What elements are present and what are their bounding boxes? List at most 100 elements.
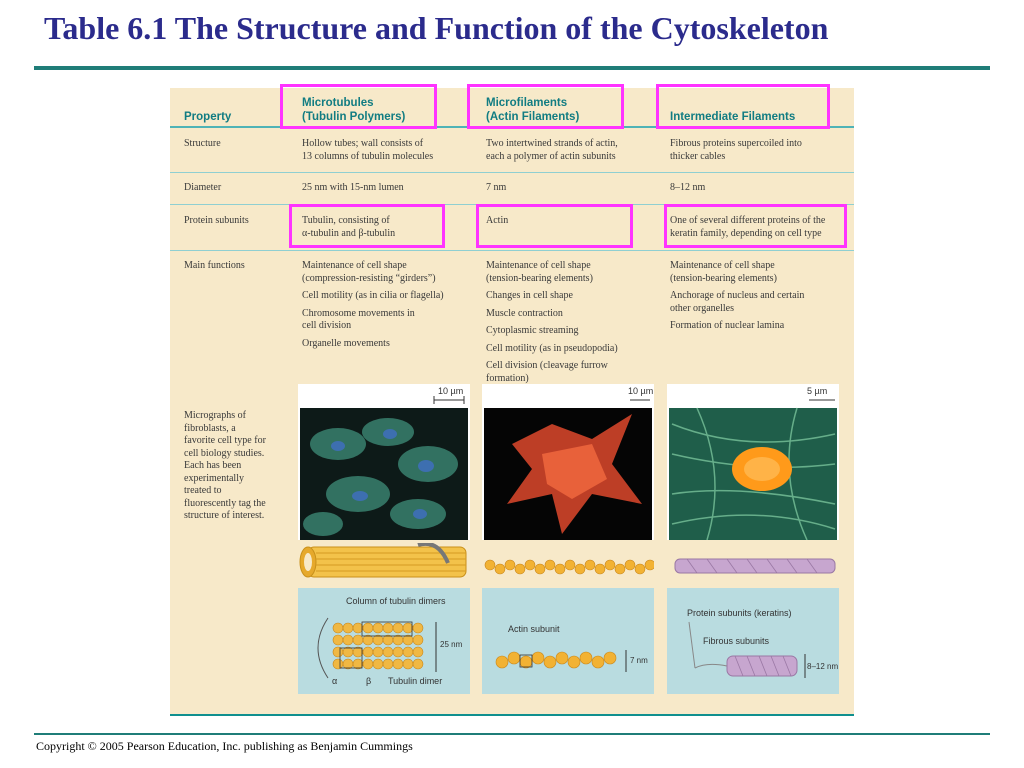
structure-intermediate: Fibrous proteins supercoiled into thicke… (670, 138, 802, 163)
label-beta: β (366, 676, 372, 686)
function-item: Formation of nuclear lamina (670, 320, 785, 331)
function-item: (compression-resisting “girders”) (302, 272, 436, 284)
intermediate-filament-illustration (674, 558, 836, 574)
caption-line: Each has been (184, 460, 242, 471)
caption-line: cell biology studies. (184, 447, 265, 459)
subunits-if-line2: keratin family, depending on cell type (670, 227, 822, 239)
tubulin-column-drawing (317, 617, 437, 679)
function-item: (tension-bearing elements) (486, 272, 593, 284)
structure-if-line2: thicker cables (670, 150, 726, 162)
row-label-structure: Structure (184, 138, 221, 149)
structure-if-line1: Fibrous proteins supercoiled into (670, 138, 802, 149)
header-microfilaments-line2: (Actin Filaments) (486, 111, 580, 123)
subunits-microfilaments: Actin (486, 215, 509, 226)
highlight-box-microtubules-header (280, 84, 437, 129)
label-alpha: α (332, 676, 338, 686)
diameter-microfilaments: 7 nm (486, 182, 507, 193)
microtubule-micrograph (300, 396, 468, 540)
microfilament-micrograph-panel: 10 µm (482, 384, 654, 540)
function-item: Maintenance of cell shape (302, 260, 407, 271)
header-microtubules: Microtubules (Tubulin Polymers) (302, 96, 405, 124)
header-property: Property (184, 111, 232, 123)
label-if-diameter: 8–12 nm (807, 662, 839, 671)
functions-microtubules: Maintenance of cell shape (compression-r… (302, 260, 444, 350)
label-fibrous-subunits: Fibrous subunits (703, 636, 770, 646)
cytoskeleton-table: Property Microtubules (Tubulin Polymers)… (170, 88, 854, 716)
intermediate-filament-micrograph (669, 399, 837, 540)
function-item: Cell motility (as in cilia or flagella) (302, 290, 444, 301)
function-item: Maintenance of cell shape (486, 260, 591, 271)
highlight-box-microfilaments-header (467, 84, 624, 129)
function-item: Anchorage of nucleus and certain (670, 290, 805, 301)
highlight-box-tubulin (289, 204, 445, 248)
row-divider (170, 250, 854, 251)
row-label-diameter: Diameter (184, 182, 222, 193)
function-item: Cell motility (as in pseudopodia) (486, 342, 618, 354)
function-item: Changes in cell shape (486, 290, 573, 301)
microfilament-structure-diagram: Actin subunit 7 nm (482, 588, 654, 694)
diameter-microtubules: 25 nm with 15-nm lumen (302, 182, 404, 193)
label-actin-subunit: Actin subunit (508, 624, 560, 634)
slide-title: Table 6.1 The Structure and Function of … (44, 10, 829, 46)
microtubule-structure-diagram: Column of tubulin dimers 25 nm α β Tubul… (298, 588, 470, 694)
microfilament-illustration (484, 559, 654, 575)
header-microtubules-line2: (Tubulin Polymers) (302, 111, 406, 123)
subunits-intermediate: One of several different proteins of the… (670, 215, 825, 240)
intermediate-filament-micrograph-panel: 5 µm (667, 384, 839, 540)
label-mf-diameter: 7 nm (630, 656, 648, 665)
function-item: formation) (486, 372, 529, 384)
micrographs-caption: Micrographs of fibroblasts, a favorite c… (184, 410, 266, 523)
subunits-mt-line2: α-tubulin and β-tubulin (302, 227, 396, 239)
row-label-protein-subunits: Protein subunits (184, 215, 249, 226)
functions-intermediate: Maintenance of cell shape (tension-beari… (670, 260, 804, 333)
caption-line: experimentally (184, 472, 244, 484)
structure-mt-line2: 13 columns of tubulin molecules (302, 150, 434, 162)
scale-label-mt: 10 µm (438, 386, 464, 396)
microtubule-illustration (299, 543, 467, 578)
header-microfilaments: Microfilaments (Actin Filaments) (486, 96, 579, 124)
function-item: Cytoplasmic streaming (486, 325, 579, 336)
caption-line: structure of interest. (184, 510, 265, 521)
intermediate-filament-structure-diagram: Protein subunits (keratins) Fibrous subu… (667, 588, 839, 694)
copyright-notice: Copyright © 2005 Pearson Education, Inc.… (36, 739, 413, 753)
function-item: other organelles (670, 302, 734, 314)
row-label-main-functions: Main functions (184, 260, 245, 271)
caption-line: favorite cell type for (184, 435, 266, 446)
header-microtubules-line1: Microtubules (302, 97, 374, 109)
caption-line: treated to (184, 485, 222, 496)
structure-mt-line1: Hollow tubes; wall consists of (302, 138, 424, 149)
footer-divider (34, 733, 990, 735)
diameter-intermediate: 8–12 nm (670, 182, 706, 193)
subunits-microtubules: Tubulin, consisting of α-tubulin and β-t… (302, 215, 395, 240)
highlight-box-actin (476, 204, 633, 248)
function-item: Cell division (cleavage furrow (486, 360, 608, 371)
caption-line: fluorescently tag the (184, 497, 266, 509)
structure-mf-line2: each a polymer of actin subunits (486, 150, 616, 162)
caption-line: fibroblasts, a (184, 422, 236, 434)
function-item: Chromosome movements in (302, 307, 415, 319)
keratin-cable-drawing (688, 621, 806, 678)
microtubule-micrograph-panel: 10 µm (298, 384, 470, 540)
structure-microtubules: Hollow tubes; wall consists of 13 column… (302, 138, 433, 163)
function-item: Organelle movements (302, 337, 390, 349)
scale-label-mf: 10 µm (628, 386, 654, 396)
highlight-box-keratin (664, 204, 847, 248)
header-intermediate-filaments: Intermediate Filaments (670, 111, 796, 123)
header-microfilaments-line1: Microfilaments (486, 97, 568, 109)
scale-label-if: 5 µm (807, 386, 828, 396)
function-item: (tension-bearing elements) (670, 272, 777, 284)
functions-microfilaments: Maintenance of cell shape (tension-beari… (486, 260, 618, 385)
label-tubulin-column: Column of tubulin dimers (346, 596, 446, 606)
function-item: Maintenance of cell shape (670, 260, 775, 271)
actin-filament-drawing (495, 650, 627, 672)
label-tubulin-dimer: Tubulin dimer (388, 676, 443, 686)
highlight-box-intermediate-header (656, 84, 830, 129)
structure-mf-line1: Two intertwined strands of actin, (486, 138, 618, 149)
subunits-mt-line1: Tubulin, consisting of (302, 215, 390, 226)
caption-line: Micrographs of (184, 410, 246, 421)
function-item: Muscle contraction (486, 307, 563, 319)
label-mt-diameter: 25 nm (440, 640, 463, 649)
row-divider (170, 172, 854, 173)
function-item: cell division (302, 320, 352, 331)
structure-microfilaments: Two intertwined strands of actin, each a… (486, 138, 618, 163)
